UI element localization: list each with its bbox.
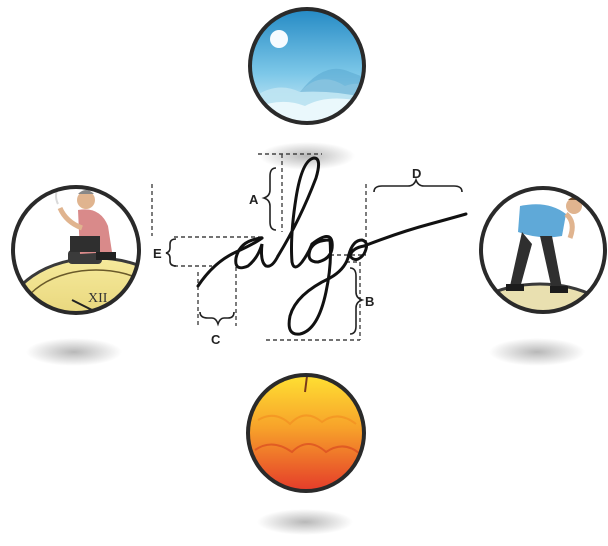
bottom-shadow xyxy=(257,509,353,535)
measurement-braces xyxy=(165,167,463,335)
man-sitting-on-clock-icon: XII xyxy=(11,185,141,315)
measurement-guides xyxy=(151,153,367,341)
algo-wordmark: algo xyxy=(196,156,468,336)
label-a: A xyxy=(249,192,259,207)
label-b: B xyxy=(365,294,374,309)
brace-e xyxy=(165,238,177,267)
label-c: C xyxy=(211,332,221,347)
sky-clouds-moon-icon xyxy=(248,7,366,125)
brace-c xyxy=(199,311,235,327)
brace-b xyxy=(349,267,365,335)
svg-text:XII: XII xyxy=(88,291,108,306)
brace-d xyxy=(373,177,463,193)
right-shadow xyxy=(489,338,585,366)
label-e: E xyxy=(153,246,162,261)
label-d: D xyxy=(412,166,421,181)
left-shadow xyxy=(26,338,122,366)
top-shadow xyxy=(259,142,355,170)
sun-fire-icon xyxy=(246,373,366,493)
brace-a xyxy=(261,167,277,231)
